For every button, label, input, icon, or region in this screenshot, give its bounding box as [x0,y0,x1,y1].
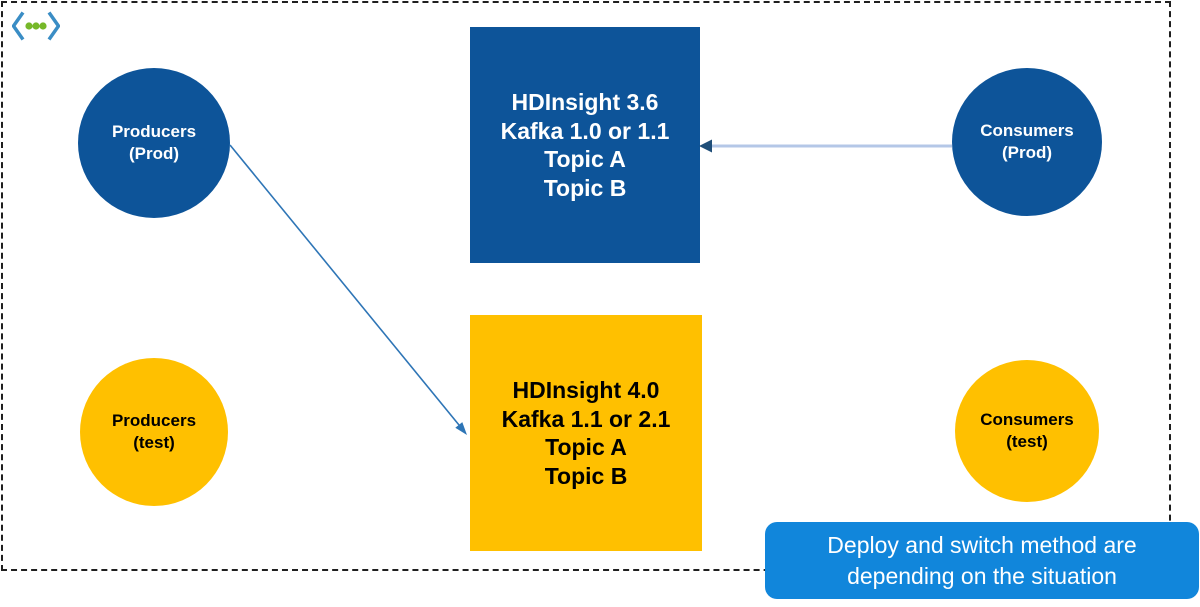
cluster-text-line: HDInsight 4.0 [512,377,660,403]
consumers-test-node: Consumers (test) [955,360,1099,502]
producers-prod-node: Producers (Prod) [78,68,230,218]
callout-text-line: Deploy and switch method are [827,531,1137,558]
cluster-text-line: Topic A [545,434,627,460]
node-label-line: Producers [111,122,197,141]
consumers-prod-node: Consumers (Prod) [952,68,1102,216]
node-label-line: (Prod) [1001,143,1053,162]
cluster-text-line: Kafka 1.0 or 1.1 [500,117,670,144]
node-label-line: (Prod) [128,144,180,163]
node-label-line: (test) [133,433,175,452]
dashed-boundary [1,1,1171,571]
producers-test-node: Producers (test) [80,358,228,506]
code-icon-left-bracket [12,11,25,41]
hdinsight-36-box: HDInsight 3.6 Kafka 1.0 or 1.1 Topic A T… [470,27,700,263]
node-label-line: Producers [111,411,197,430]
node-label-line: Consumers [980,410,1074,429]
cluster-text-line: Topic A [544,146,626,172]
cluster-text-line: Topic B [543,174,627,201]
node-label-line: Consumers [980,121,1074,140]
code-icon-right-bracket [47,11,60,41]
callout-text-line: depending on the situation [847,562,1117,589]
cluster-text-line: Topic B [544,462,628,489]
deploy-note-callout: Deploy and switch method are depending o… [765,522,1199,599]
node-label-line: (test) [1006,432,1048,451]
code-icon-dot [39,22,47,30]
code-icon-dot [25,22,33,30]
cluster-text-line: Kafka 1.1 or 2.1 [501,405,671,432]
hdinsight-40-box: HDInsight 4.0 Kafka 1.1 or 2.1 Topic A T… [470,315,702,551]
code-icon [12,11,60,41]
cluster-text-line: HDInsight 3.6 [511,89,659,115]
code-icon-dot [32,22,40,30]
